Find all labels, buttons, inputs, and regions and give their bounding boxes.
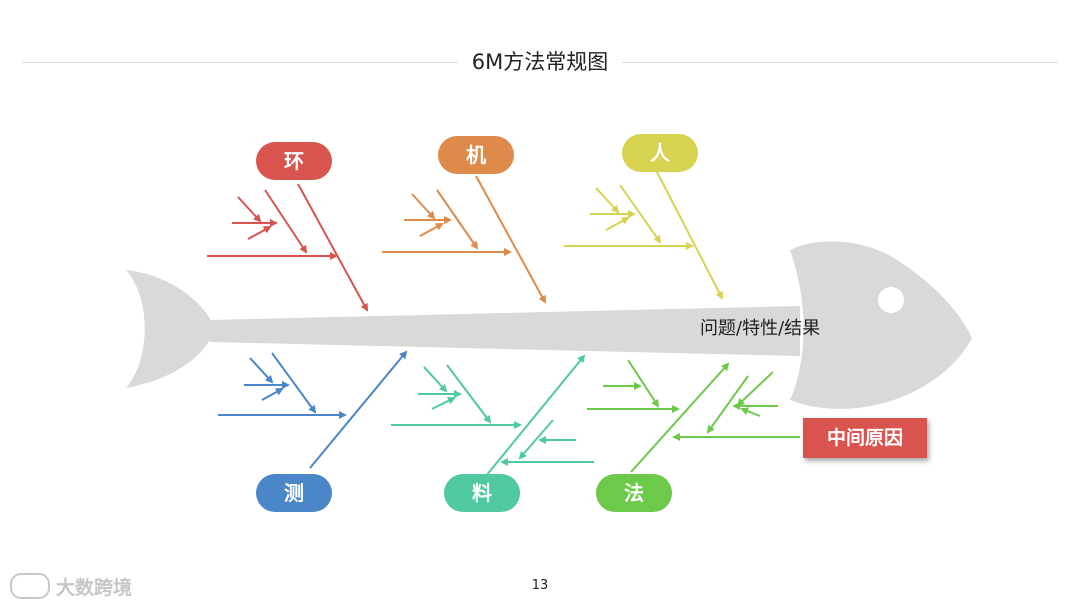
fish-head — [790, 241, 972, 409]
watermark-logo-icon — [10, 573, 50, 599]
measure-sub-2 — [249, 357, 274, 384]
category-material-label: 料 — [444, 474, 520, 512]
method-sub-3 — [740, 407, 761, 417]
env-sub-2 — [237, 196, 262, 223]
fish-tail — [126, 270, 212, 388]
page-title: 6M方法常规图 — [457, 44, 623, 80]
man-sub-3 — [605, 217, 630, 231]
category-man-label: 人 — [622, 134, 698, 172]
machine-sub-3 — [419, 223, 444, 237]
branch-material — [391, 354, 594, 477]
measure-sub-3 — [261, 388, 284, 401]
category-env-label: 环 — [256, 142, 332, 180]
man-sub-2 — [595, 187, 620, 214]
machine-sub-2 — [411, 193, 436, 220]
category-method-label: 法 — [596, 474, 672, 512]
measure-main-bone — [309, 350, 408, 469]
machine-cause-2 — [436, 189, 479, 250]
watermark-text: 大数跨境 — [56, 576, 133, 599]
watermark: 大数跨境 — [10, 572, 132, 600]
measure-cause-2 — [271, 352, 317, 414]
intermediate-cause-box: 中间原因 — [803, 418, 927, 458]
fish-eye — [878, 287, 904, 313]
env-cause-2 — [264, 189, 308, 254]
machine-main-bone — [475, 175, 546, 304]
material-sub-3 — [431, 397, 456, 410]
man-main-bone — [656, 171, 723, 300]
branch-man — [564, 171, 723, 300]
branch-machine — [382, 175, 546, 304]
branch-method — [587, 359, 800, 473]
title-bar: 6M方法常规图 — [22, 44, 1058, 80]
branch-measure — [218, 350, 408, 469]
result-label: 问题/特性/结果 — [700, 318, 821, 339]
fish-spine — [210, 306, 800, 356]
material-cause-2 — [446, 364, 492, 424]
category-measure-label: 测 — [256, 474, 332, 512]
env-main-bone — [297, 183, 368, 312]
material-sub-2 — [423, 366, 448, 393]
man-cause-2 — [619, 184, 662, 244]
method-cause-4 — [706, 375, 749, 434]
page-number: 13 — [531, 578, 549, 593]
material-cause-4 — [518, 419, 554, 460]
method-cause-2 — [627, 359, 660, 408]
category-machine-label: 机 — [438, 136, 514, 174]
method-main-bone — [630, 362, 730, 473]
env-sub-3 — [247, 226, 272, 240]
fish-shape — [126, 241, 972, 409]
material-main-bone — [485, 354, 586, 477]
method-cause-5 — [736, 371, 774, 407]
branch-env — [207, 183, 368, 312]
